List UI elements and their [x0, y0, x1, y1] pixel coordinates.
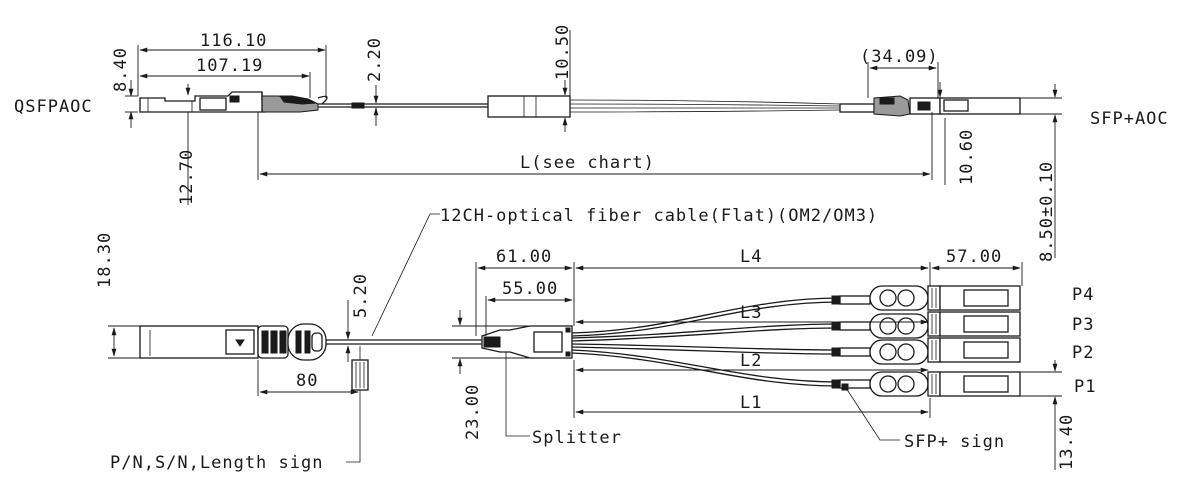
qsfp-connector — [139, 91, 328, 113]
dim-8-50: 8.50±0.10 — [1037, 161, 1057, 262]
leg-label-l1: L1 — [740, 393, 762, 413]
dim-23: 23.00 — [463, 384, 483, 440]
port-label-p2: P2 — [1072, 343, 1094, 363]
port-label-p1: P1 — [1074, 377, 1096, 397]
leg-label-l4: L4 — [740, 247, 762, 267]
sfp-connector-p3 — [831, 311, 1021, 339]
port-label-p3: P3 — [1072, 315, 1094, 335]
qsfp-connector-bottom — [139, 323, 327, 361]
sfp-connector-p4 — [831, 285, 1021, 311]
dim-80: 80 — [296, 371, 318, 391]
dim-107: 107.19 — [196, 56, 263, 76]
bottom-view: P4 P3 P2 P1 18.30 5.20 12CH-optical fibe… — [95, 206, 1096, 473]
sfp-connector-p2 — [831, 337, 1021, 365]
dim-5-20: 5.20 — [351, 273, 371, 318]
dim-10-60: 10.60 — [957, 129, 977, 185]
sfp-aoc-label: SFP+AOC — [1090, 109, 1169, 129]
cable-label: 12CH-optical fiber cable(Flat)(OM2/OM3) — [440, 206, 878, 226]
dim-10-50: 10.50 — [553, 24, 573, 80]
splitter-top — [487, 95, 571, 118]
top-view: 116.10 107.19 8.40 QSFPAOC 2.20 10.50 12… — [14, 24, 1169, 262]
sfp-connector-p1 — [831, 371, 1021, 397]
length-label: L(see chart) — [520, 153, 655, 173]
qsfp-aoc-label: QSFPAOC — [14, 97, 93, 117]
dim-55: 55.00 — [502, 279, 558, 299]
dim-34-09: (34.09) — [860, 47, 939, 67]
port-label-p4: P4 — [1072, 285, 1094, 305]
splitter-label: Splitter — [532, 428, 622, 448]
dim-57: 57.00 — [946, 247, 1002, 267]
dim-8-40: 8.40 — [111, 47, 131, 92]
sfp-connector-top — [839, 95, 1021, 117]
dim-12-70: 12.70 — [177, 149, 197, 205]
dim-13-40: 13.40 — [1057, 414, 1077, 470]
dim-61: 61.00 — [496, 247, 552, 267]
splitter-bottom — [481, 325, 573, 359]
dim-116: 116.10 — [200, 31, 267, 51]
leg-label-l3: L3 — [740, 303, 762, 323]
dim-2-20: 2.20 — [365, 37, 385, 82]
sfp-sign-label: SFP+ sign — [904, 432, 1005, 452]
dim-18-30: 18.30 — [95, 232, 115, 288]
pn-sign-label: P/N,S/N,Length sign — [110, 453, 323, 473]
leg-label-l2: L2 — [740, 351, 762, 371]
